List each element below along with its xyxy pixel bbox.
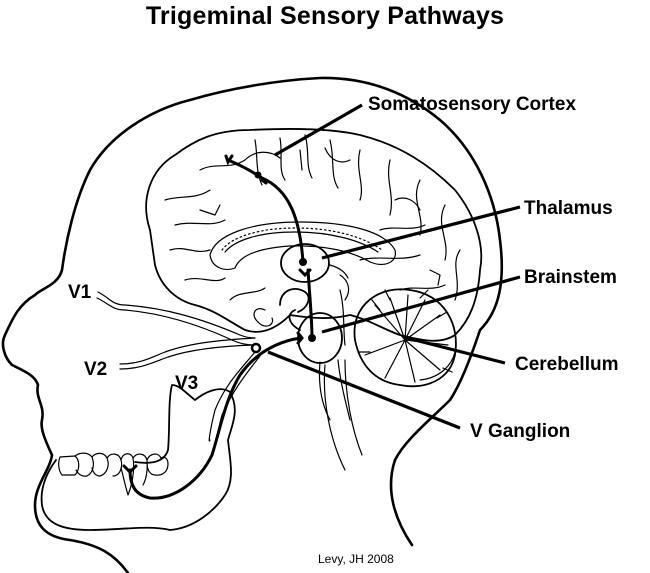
v2-nerve	[119, 337, 256, 370]
thalamus-synapse	[298, 268, 312, 278]
v1-nerve	[96, 291, 256, 346]
label-v-ganglion: V Ganglion	[470, 421, 570, 442]
cortex-neuron-dot	[254, 171, 262, 179]
label-v1: V1	[68, 282, 92, 303]
head-outline	[1, 76, 504, 573]
cortex-synapse	[260, 178, 268, 185]
leader-somatosensory-cortex	[274, 103, 363, 157]
label-v2: V2	[84, 359, 107, 380]
label-somatosensory-cortex: Somatosensory Cortex	[368, 94, 576, 115]
teeth	[58, 452, 169, 496]
credit-text: Levy, JH 2008	[318, 552, 394, 566]
brainstem-structure	[253, 264, 351, 421]
thalamus-nucleus-dot	[299, 258, 307, 266]
second-order-pathway	[306, 268, 314, 340]
spinal-cord	[323, 359, 363, 471]
brainstem-synapse	[296, 331, 304, 345]
label-v3: V3	[175, 373, 198, 394]
diagram-title: Trigeminal Sensory Pathways	[145, 2, 505, 30]
label-cerebellum: Cerebellum	[515, 354, 618, 375]
label-brainstem: Brainstem	[524, 267, 617, 288]
primary-afferent-pathway	[128, 336, 302, 500]
leader-brainstem	[321, 275, 521, 334]
tooth-receptor-ending	[122, 464, 138, 475]
cerebrum	[145, 127, 483, 342]
cerebellum-structure	[353, 288, 457, 388]
corpus-callosum	[209, 221, 396, 271]
label-thalamus: Thalamus	[524, 198, 613, 219]
third-order-pathway	[226, 158, 305, 264]
leader-cerebellum	[406, 336, 506, 365]
v-ganglion-structure	[250, 342, 262, 354]
leader-thalamus	[321, 205, 521, 260]
cortex-ending	[224, 154, 234, 166]
brainstem-nucleus-dot	[308, 334, 316, 342]
thalamus-structure	[280, 243, 330, 283]
leader-v-ganglion	[267, 350, 461, 430]
mandible	[40, 384, 236, 531]
v3-nerve	[208, 351, 261, 442]
